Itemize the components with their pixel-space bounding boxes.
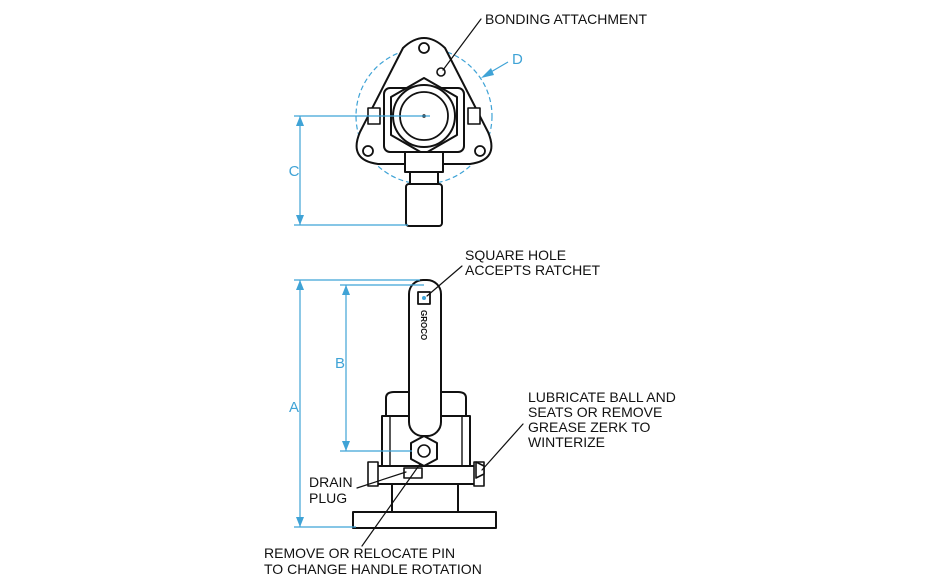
dim-d-arrow [481, 68, 494, 78]
dim-b [340, 284, 424, 452]
dim-label-b: B [335, 355, 345, 372]
label-drain-2: PLUG [309, 490, 347, 506]
leader-square-hole [426, 265, 463, 297]
top-view [355, 37, 493, 227]
leader-bonding [442, 18, 482, 71]
bolt-hole-right [474, 145, 486, 157]
dim-label-c: C [289, 163, 300, 180]
handle-pin-inner [417, 444, 431, 458]
side-nut-right [467, 107, 481, 125]
flange-bolt-left [367, 461, 379, 487]
label-bonding: BONDING ATTACHMENT [485, 11, 647, 27]
dim-label-a: A [289, 399, 299, 416]
lower-flange [375, 465, 477, 485]
leader-remove-pin [361, 463, 421, 547]
base-plate [352, 511, 497, 529]
label-square-hole-1: SQUARE HOLE [465, 247, 566, 263]
top-handle-end [405, 183, 443, 227]
base-tailpiece [391, 483, 459, 513]
label-remove-pin-2: TO CHANGE HANDLE ROTATION [264, 561, 482, 577]
top-stem-neck [404, 151, 444, 173]
bolt-hole-top [418, 42, 430, 54]
label-square-hole-2: ACCEPTS RATCHET [465, 262, 601, 278]
label-lubricate-2: SEATS OR REMOVE [528, 404, 662, 420]
label-lubricate-4: WINTERIZE [528, 434, 605, 450]
grease-zerk [475, 461, 485, 479]
brand-logo: GROCO [419, 310, 428, 340]
handle-pin-hex [410, 435, 438, 467]
leader-lubricate [481, 423, 524, 471]
label-drain-1: DRAIN [309, 474, 353, 490]
leader-drain [356, 471, 407, 489]
square-hole [417, 291, 431, 305]
label-lubricate-3: GREASE ZERK TO [528, 419, 651, 435]
label-lubricate-1: LUBRICATE BALL AND [528, 389, 676, 405]
dim-a [294, 279, 420, 528]
side-view: GROCO [352, 279, 497, 529]
label-remove-pin-1: REMOVE OR RELOCATE PIN [264, 545, 455, 561]
dim-c [294, 115, 430, 226]
dim-label-d: D [512, 51, 523, 68]
square-hole-dot [422, 296, 426, 300]
top-stem-collar [409, 171, 439, 185]
bolt-hole-left [362, 145, 374, 157]
